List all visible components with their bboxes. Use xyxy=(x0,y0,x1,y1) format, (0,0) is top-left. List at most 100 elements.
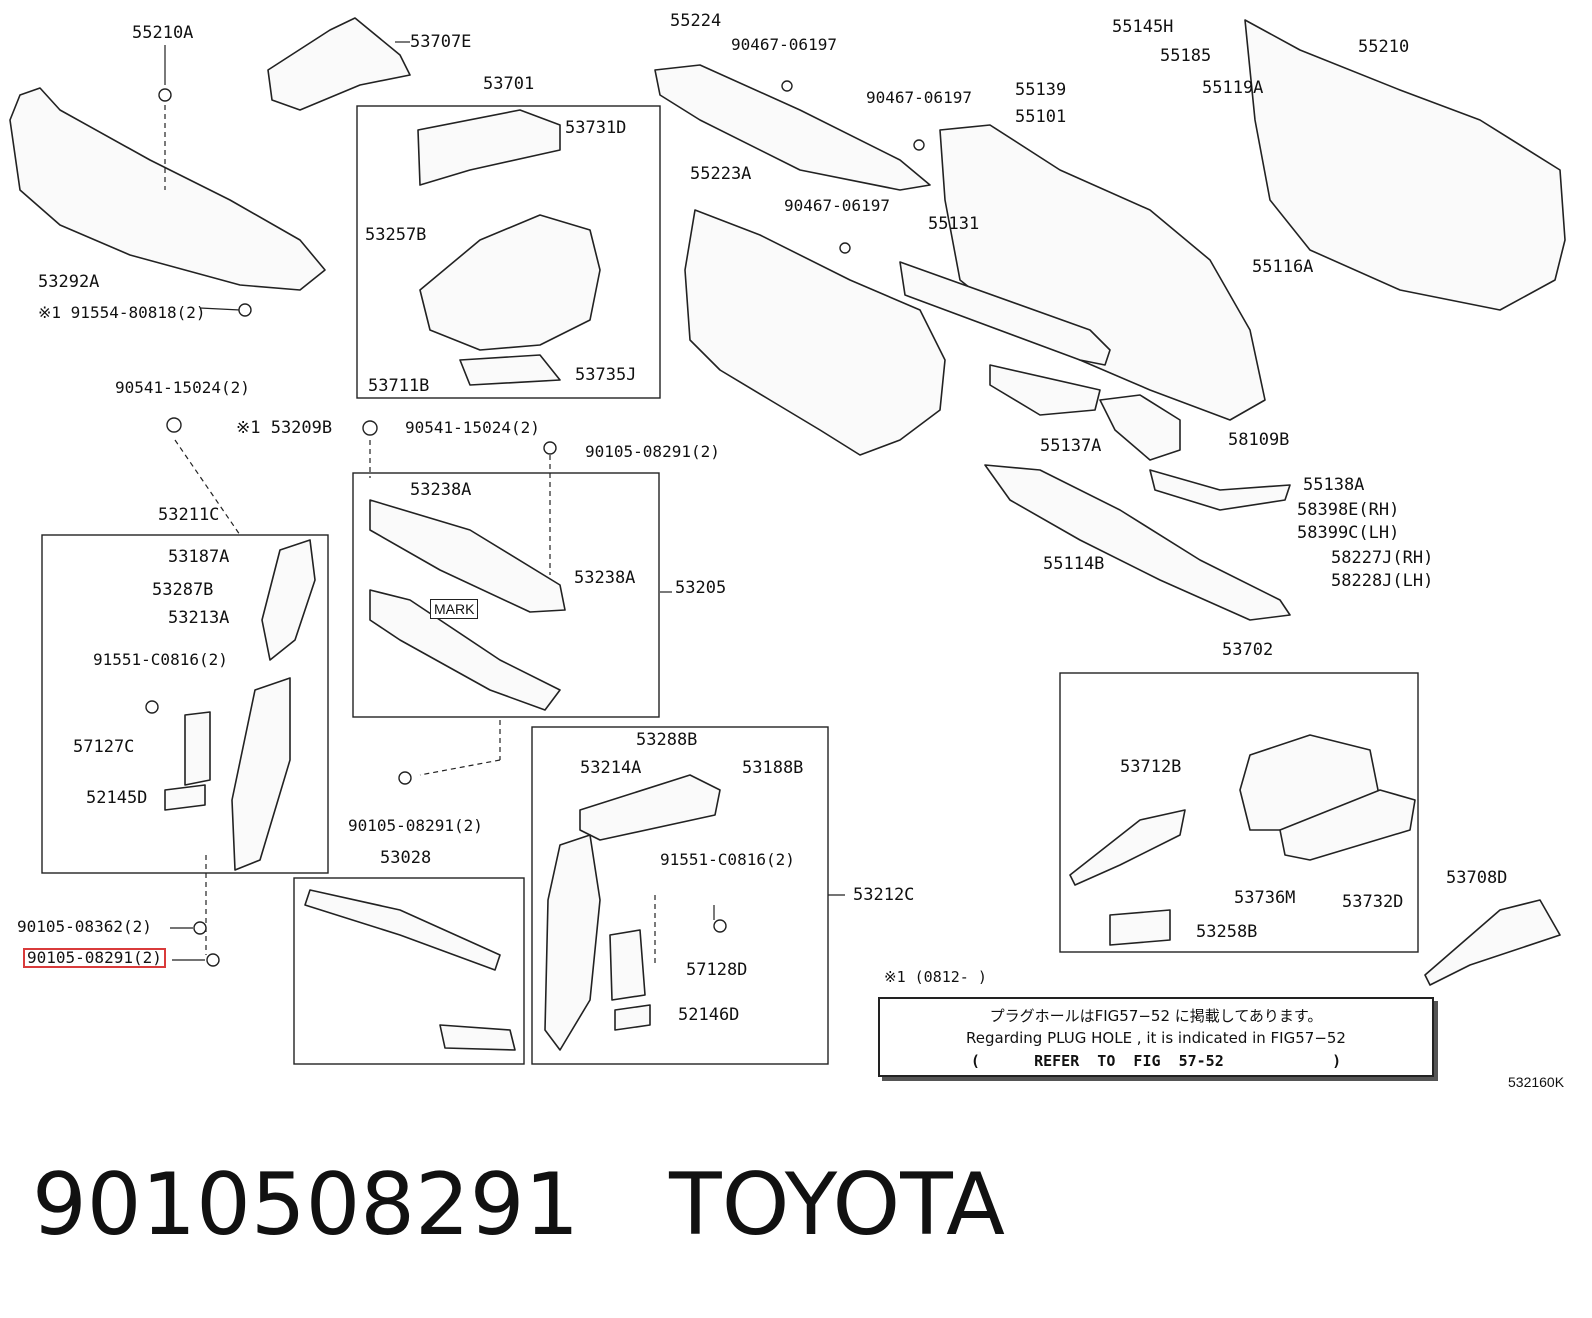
part-label-57128d: 57128D xyxy=(686,960,748,980)
part-label-53214a: 53214A xyxy=(580,758,642,778)
group-box-53211c xyxy=(41,534,329,874)
part-label-53735j: 53735J xyxy=(575,365,637,385)
part-shape-53028-upper xyxy=(304,889,501,971)
part-shape-53028-lower xyxy=(439,1024,516,1051)
part-label-58227j: 58227J(RH) xyxy=(1331,548,1434,568)
drawing-code: 532160K xyxy=(1508,1074,1565,1090)
plug-hole-note: プラグホールはFIG57−52 に掲載してあります。 Regarding PLU… xyxy=(878,997,1434,1077)
group-box-53205 xyxy=(352,472,660,718)
part-shape-55223a xyxy=(684,209,946,456)
part-shape-55114b xyxy=(984,464,1291,621)
part-label-91554-80818: ※1 91554-80818(2) xyxy=(38,303,206,322)
part-label-53708d: 53708D xyxy=(1446,868,1508,888)
part-label-57127c: 57127C xyxy=(73,737,135,757)
part-label-53287b: 53287B xyxy=(152,580,214,600)
part-label-53732d: 53732D xyxy=(1342,892,1404,912)
part-label-55224: 55224 xyxy=(670,11,722,31)
part-label-55145h: 55145H xyxy=(1112,17,1174,37)
part-label-91551-c0816-b: 91551-C0816(2) xyxy=(660,850,795,869)
part-label-58398e: 58398E(RH) xyxy=(1297,500,1400,520)
part-shape-53205-upper xyxy=(369,499,566,613)
group-box-53701 xyxy=(356,105,661,399)
part-label-90541-15024-b: 90541-15024(2) xyxy=(405,418,540,437)
part-label-53711b: 53711B xyxy=(368,376,430,396)
part-label-53736m: 53736M xyxy=(1234,888,1296,908)
part-label-53292a: 53292A xyxy=(38,272,100,292)
part-shape-53211c-pillar xyxy=(231,677,291,871)
part-shape-53212c-pillar xyxy=(544,834,601,1051)
part-label-55138a: 55138A xyxy=(1303,475,1365,495)
part-label-55114b: 55114B xyxy=(1043,554,1105,574)
part-label-55210a: 55210A xyxy=(132,23,194,43)
part-shape-55137a xyxy=(989,364,1101,416)
part-label-53188b: 53188B xyxy=(742,758,804,778)
part-shape-57127c xyxy=(184,711,211,786)
group-box-53028 xyxy=(293,877,525,1065)
part-label-55223a: 55223A xyxy=(690,164,752,184)
part-label-53701: 53701 xyxy=(483,74,535,94)
part-label-53288b: 53288B xyxy=(636,730,698,750)
part-shape-53707e xyxy=(267,17,411,111)
part-label-91551-c0816-a: 91551-C0816(2) xyxy=(93,650,228,669)
mark-label: MARK xyxy=(430,599,479,619)
part-shape-55224 xyxy=(654,64,931,191)
part-label-53707e: 53707E xyxy=(410,32,472,52)
part-label-90467-06197-b: 90467-06197 xyxy=(866,88,972,107)
part-label-58109b: 58109B xyxy=(1228,430,1290,450)
part-label-53257b: 53257B xyxy=(365,225,427,245)
part-label-90467-06197-a: 90467-06197 xyxy=(731,35,837,54)
part-label-55139: 55139 xyxy=(1015,80,1067,100)
part-label-53238a-b: 53238A xyxy=(574,568,636,588)
footer-brand: TOYOTA xyxy=(669,1155,1005,1255)
part-label-53702: 53702 xyxy=(1222,640,1274,660)
part-shape-55210 xyxy=(1244,19,1566,311)
part-shape-53701-main xyxy=(419,214,601,351)
note-line-jp: プラグホールはFIG57−52 に掲載してあります。 xyxy=(989,1007,1323,1025)
part-shape-53735j xyxy=(459,354,561,386)
footer-part-number: 9010508291 xyxy=(32,1155,580,1255)
part-label-53205: 53205 xyxy=(675,578,727,598)
part-shape-53213a xyxy=(261,539,316,661)
part-shape-55138a xyxy=(1149,469,1291,511)
part-shape-57128d xyxy=(609,929,646,1001)
part-label-58228j: 58228J(LH) xyxy=(1331,571,1434,591)
part-label-53731d: 53731D xyxy=(565,118,627,138)
part-shape-53712b xyxy=(1069,809,1186,886)
part-label-55119a: 55119A xyxy=(1202,78,1264,98)
part-shape-53214a xyxy=(579,774,721,841)
part-label-90467-06197-c: 90467-06197 xyxy=(784,196,890,215)
part-shape-53292a xyxy=(9,87,326,291)
part-label-53211c: 53211C xyxy=(158,505,220,525)
part-label-53028: 53028 xyxy=(380,848,432,868)
part-label-53212c: 53212C xyxy=(853,885,915,905)
part-shape-53258b xyxy=(1109,909,1171,946)
part-label-58399c: 58399C(LH) xyxy=(1297,523,1400,543)
part-label-53187a: 53187A xyxy=(168,547,230,567)
footer-title: 9010508291 TOYOTA xyxy=(32,1150,1005,1260)
part-label-90105-08291-a: 90105-08291(2) xyxy=(585,442,720,461)
part-shape-58109b xyxy=(1099,394,1181,461)
part-shape-55101 xyxy=(939,124,1266,421)
part-label-53258b: 53258B xyxy=(1196,922,1258,942)
part-label-55137a: 55137A xyxy=(1040,436,1102,456)
part-label-52146d: 52146D xyxy=(678,1005,740,1025)
parts-diagram xyxy=(9,17,1566,1065)
part-label-90541-15024-a: 90541-15024(2) xyxy=(115,378,250,397)
part-shape-52146d xyxy=(614,1004,651,1031)
part-label-90105-08291-highlighted[interactable]: 90105-08291(2) xyxy=(23,948,166,968)
part-shape-53731d xyxy=(417,109,561,186)
part-label-53213a: 53213A xyxy=(168,608,230,628)
note-reference: ※1 (0812- ) xyxy=(884,968,987,986)
note-line-ref: ( REFER TO FIG 57-52 ) xyxy=(970,1052,1342,1070)
part-label-55101: 55101 xyxy=(1015,107,1067,127)
part-label-53238a-a: 53238A xyxy=(410,480,472,500)
note-line-en: Regarding PLUG HOLE , it is indicated in… xyxy=(966,1029,1346,1047)
group-box-53702 xyxy=(1059,672,1419,953)
part-label-55185: 55185 xyxy=(1160,46,1212,66)
part-label-55131: 55131 xyxy=(928,214,980,234)
part-shape-52145d xyxy=(164,784,206,811)
part-label-90105-08291-b: 90105-08291(2) xyxy=(348,816,483,835)
part-label-55116a: 55116A xyxy=(1252,257,1314,277)
part-label-52145d: 52145D xyxy=(86,788,148,808)
part-shape-53205-lower xyxy=(369,589,561,711)
